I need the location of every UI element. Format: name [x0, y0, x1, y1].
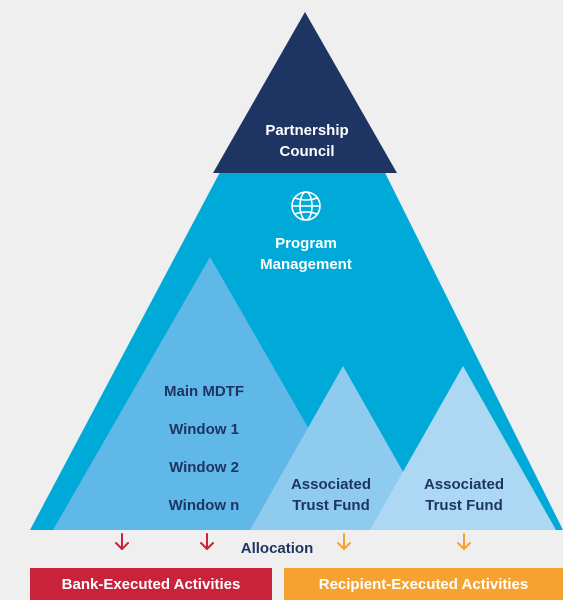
- allocation-label: Allocation: [241, 540, 314, 557]
- recipient-executed-activities-label: Recipient-Executed Activities: [318, 575, 529, 593]
- associated-fund-2-line1: Associated: [424, 476, 504, 493]
- main-mdtf-triangle: [53, 257, 367, 530]
- partnership-council-triangle: [213, 12, 397, 173]
- window-2-label: Window 2: [169, 459, 239, 476]
- arrow-down-icon: [115, 533, 129, 550]
- program-label-line1: Program: [275, 235, 337, 252]
- arrow-down-icon: [337, 533, 351, 550]
- council-label-line2: Council: [280, 143, 335, 160]
- associated-trust-fund-1-triangle: [250, 366, 436, 530]
- bank-executed-activities-label: Bank-Executed Activities: [61, 575, 241, 593]
- program-label-line2: Management: [260, 256, 352, 273]
- globe-icon: [291, 191, 321, 221]
- council-label-line1: Partnership: [265, 122, 348, 139]
- main-mdtf-title: Main MDTF: [164, 383, 244, 400]
- recipient-executed-activities-bar: Recipient-Executed Activities: [284, 568, 563, 600]
- window-1-label: Window 1: [169, 421, 239, 438]
- arrow-down-icon: [457, 533, 471, 550]
- associated-fund-1-line2: Trust Fund: [292, 497, 370, 514]
- associated-trust-fund-2-triangle: [370, 366, 556, 530]
- associated-fund-1-line1: Associated: [291, 476, 371, 493]
- window-n-label: Window n: [169, 497, 240, 514]
- bank-executed-activities-bar: Bank-Executed Activities: [30, 568, 272, 600]
- associated-fund-2-line2: Trust Fund: [425, 497, 503, 514]
- arrow-down-icon: [200, 533, 214, 550]
